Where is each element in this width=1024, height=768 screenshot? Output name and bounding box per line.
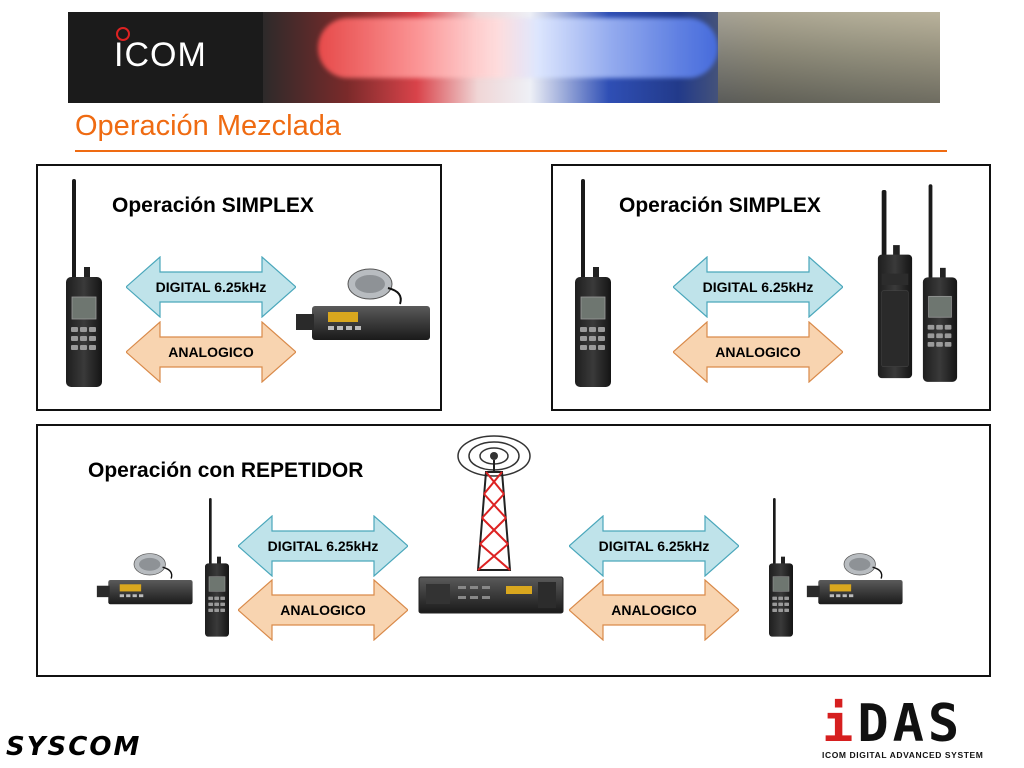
icom-logo-mark <box>116 27 130 41</box>
digital-arrow: DIGITAL 6.25kHz <box>673 256 843 318</box>
idas-wordmark: iDAS <box>822 694 964 754</box>
digital-label: DIGITAL 6.25kHz <box>702 279 814 295</box>
simplex-panel-right: Operación SIMPLEX DIGITAL 6.25kHz ANALOG… <box>551 164 991 411</box>
analog-label: ANALOGICO <box>611 602 697 618</box>
digital-arrow: DIGITAL 6.25kHz <box>126 256 296 318</box>
police-lightbar-image <box>318 18 718 78</box>
analog-arrow-right: ANALOGICO <box>569 579 739 641</box>
double-arrow-shape <box>238 579 408 641</box>
analog-arrow: ANALOGICO <box>673 321 843 383</box>
analog-arrow: ANALOGICO <box>126 321 296 383</box>
syscom-logo: SYSCOM <box>6 732 142 762</box>
analog-label: ANALOGICO <box>715 344 801 360</box>
mobile-radio-icon <box>292 266 432 346</box>
double-arrow-shape <box>126 321 296 383</box>
title-divider <box>75 150 947 152</box>
digital-label: DIGITAL 6.25kHz <box>267 538 379 554</box>
digital-arrow-left: DIGITAL 6.25kHz <box>238 515 408 577</box>
icom-logo: ICOM <box>114 27 207 75</box>
panel-title-repeater: Operación con REPETIDOR <box>88 459 364 482</box>
idas-logo: iDAS ICOM DIGITAL ADVANCED SYSTEM <box>822 694 1012 762</box>
digital-label: DIGITAL 6.25kHz <box>598 538 710 554</box>
panel-title-simplex-left: Operación SIMPLEX <box>112 194 314 217</box>
digital-arrow-right: DIGITAL 6.25kHz <box>569 515 739 577</box>
double-arrow-shape <box>569 579 739 641</box>
handheld-radio-icon <box>64 178 104 390</box>
double-arrow-shape <box>673 321 843 383</box>
handheld-radio-icon <box>921 184 959 384</box>
repeater-panel: Operación con REPETIDOR DIGITAL 6.25kHz … <box>36 424 991 677</box>
repeater-icon <box>418 576 564 614</box>
handheld-radio-icon <box>766 498 796 638</box>
double-arrow-shape <box>673 256 843 318</box>
handheld-radio-icon <box>202 498 232 638</box>
handheld-radio-large-icon <box>875 190 915 380</box>
analog-label: ANALOGICO <box>280 602 366 618</box>
analog-arrow-left: ANALOGICO <box>238 579 408 641</box>
double-arrow-shape <box>238 515 408 577</box>
header-banner: ICOM <box>68 12 940 103</box>
page-title: Operación Mezclada <box>75 110 341 142</box>
panel-title-simplex-right: Operación SIMPLEX <box>619 194 821 217</box>
idas-tagline: ICOM DIGITAL ADVANCED SYSTEM <box>822 750 984 760</box>
simplex-panel-left: Operación SIMPLEX DIGITAL 6.25kHz ANALOG… <box>36 164 442 411</box>
handheld-radio-icon <box>573 178 613 390</box>
double-arrow-shape <box>126 256 296 318</box>
double-arrow-shape <box>569 515 739 577</box>
digital-label: DIGITAL 6.25kHz <box>155 279 267 295</box>
analog-label: ANALOGICO <box>168 344 254 360</box>
mobile-radio-icon <box>94 550 194 610</box>
mobile-radio-icon <box>804 550 904 610</box>
banner-dark-area <box>68 12 263 103</box>
antenna-tower-icon <box>457 435 531 571</box>
street-scene-image <box>718 12 940 103</box>
